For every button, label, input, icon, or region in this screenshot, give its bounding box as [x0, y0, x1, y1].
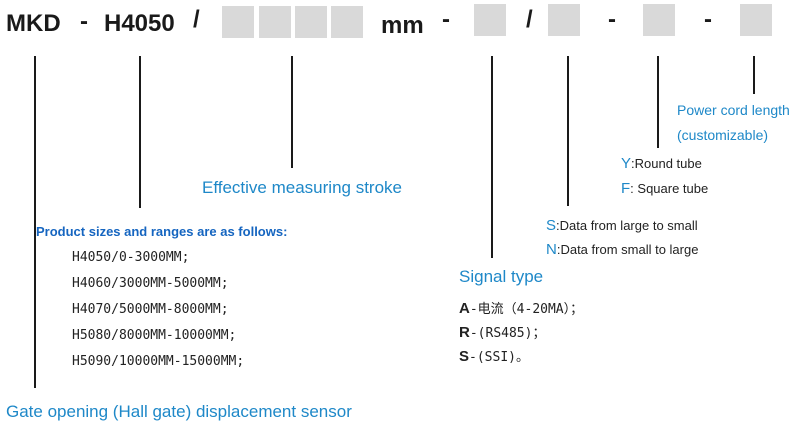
- model-prefix: MKD: [6, 10, 61, 37]
- tube-connector-line: [657, 56, 659, 148]
- tube-key: Y: [621, 155, 632, 172]
- signal-type-label: Signal type: [459, 267, 544, 286]
- direction-option-n: N:Data from small to large: [546, 241, 698, 258]
- signal-key: R: [459, 324, 470, 341]
- size-item: H4070/5000MM-8000MM;: [72, 302, 229, 317]
- signal-option-a: A-电流（4-20MA）；: [459, 298, 583, 317]
- signal-text: -电流（4-20MA）；: [469, 302, 584, 317]
- model-slash-2: /: [526, 6, 533, 33]
- size-item: H5090/10000MM-15000MM;: [72, 354, 245, 369]
- stroke-label: Effective measuring stroke: [202, 178, 402, 197]
- signal-placeholder-box: [474, 4, 506, 36]
- model-dash-2: -: [442, 6, 450, 33]
- model-series: H4050: [104, 10, 175, 37]
- tube-text: : Square tube: [630, 181, 709, 196]
- stroke-placeholder-box-3: [295, 6, 327, 38]
- model-slash-1: /: [193, 6, 200, 33]
- tube-placeholder-box: [643, 4, 675, 36]
- signal-text: -(SSI)。: [469, 350, 529, 365]
- cord-length-label: Power cord length: [677, 102, 790, 118]
- size-item: H5080/8000MM-10000MM;: [72, 328, 237, 343]
- direction-text: :Data from small to large: [556, 242, 699, 257]
- cord-placeholder-box: [740, 4, 772, 36]
- signal-key: S: [459, 348, 470, 365]
- model-dash-1: -: [80, 8, 88, 35]
- sensor-connector-line: [34, 56, 36, 388]
- stroke-placeholder-box-1: [222, 6, 254, 38]
- tube-option-round: Y:Round tube: [621, 155, 702, 172]
- direction-key: N: [546, 241, 557, 258]
- signal-option-r: R-(RS485)；: [459, 322, 545, 341]
- size-item: H4060/3000MM-5000MM;: [72, 276, 229, 291]
- direction-key: S: [546, 217, 557, 234]
- cord-connector-line: [753, 56, 755, 94]
- signal-key: A: [459, 300, 470, 317]
- model-dash-4: -: [704, 6, 712, 33]
- tube-text: :Round tube: [631, 156, 702, 171]
- stroke-placeholder-box-4: [331, 6, 363, 38]
- stroke-placeholder-box-2: [259, 6, 291, 38]
- size-item: H4050/0-3000MM;: [72, 250, 190, 265]
- cord-length-sublabel: (customizable): [677, 127, 769, 143]
- series-connector-line: [139, 56, 141, 208]
- tube-key: F: [621, 180, 631, 197]
- signal-option-s: S-(SSI)。: [459, 346, 529, 365]
- signal-connector-line: [491, 56, 493, 258]
- sizes-heading: Product sizes and ranges are as follows:: [36, 224, 288, 239]
- tube-option-square: F: Square tube: [621, 180, 708, 197]
- signal-text: -(RS485)；: [469, 326, 546, 341]
- direction-placeholder-box: [548, 4, 580, 36]
- direction-text: :Data from large to small: [556, 218, 698, 233]
- stroke-connector-line: [291, 56, 293, 168]
- sensor-label: Gate opening (Hall gate) displacement se…: [6, 402, 352, 421]
- model-unit: mm: [381, 12, 424, 39]
- model-dash-3: -: [608, 6, 616, 33]
- direction-connector-line: [567, 56, 569, 206]
- direction-option-s: S:Data from large to small: [546, 217, 698, 234]
